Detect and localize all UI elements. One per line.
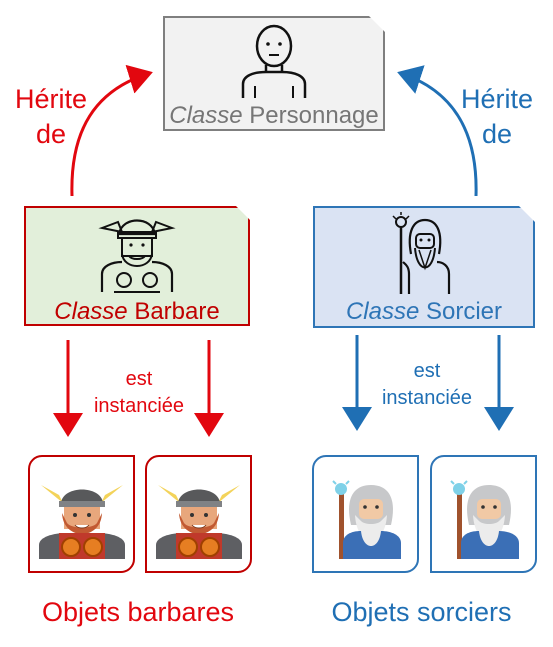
- barbare-object-2: [145, 455, 252, 573]
- class-personnage-box: Classe Personnage: [163, 16, 385, 131]
- inherit-arrow-right: [397, 65, 478, 197]
- wizard-outline-icon: [392, 212, 451, 294]
- viking-outline-icon: [98, 219, 176, 293]
- objects-label-sorciers: Objets sorciers: [331, 597, 512, 627]
- folded-corner: [236, 206, 250, 220]
- objects-label-barbares: Objets barbares: [41, 597, 235, 627]
- sorcier-object-2: [430, 455, 537, 573]
- viking-avatar-icon: [39, 485, 125, 559]
- barbare-object-1: [28, 455, 135, 573]
- wizard-avatar-icon: [450, 480, 519, 559]
- person-outline-icon: [241, 24, 307, 98]
- class-barbare-box: Classe Barbare: [24, 206, 250, 326]
- folded-corner: [369, 16, 385, 32]
- inherit-arrow-left: [70, 64, 153, 197]
- folded-corner: [519, 206, 535, 222]
- class-personnage-label: Classe Personnage: [169, 102, 379, 129]
- sorcier-object-1: [312, 455, 419, 573]
- class-sorcier-box: Classe Sorcier: [313, 206, 535, 328]
- wizard-avatar-icon: [332, 480, 401, 559]
- class-barbare-label: Classe Barbare: [54, 298, 220, 325]
- class-sorcier-label: Classe Sorcier: [345, 298, 503, 325]
- viking-avatar-icon: [156, 485, 242, 559]
